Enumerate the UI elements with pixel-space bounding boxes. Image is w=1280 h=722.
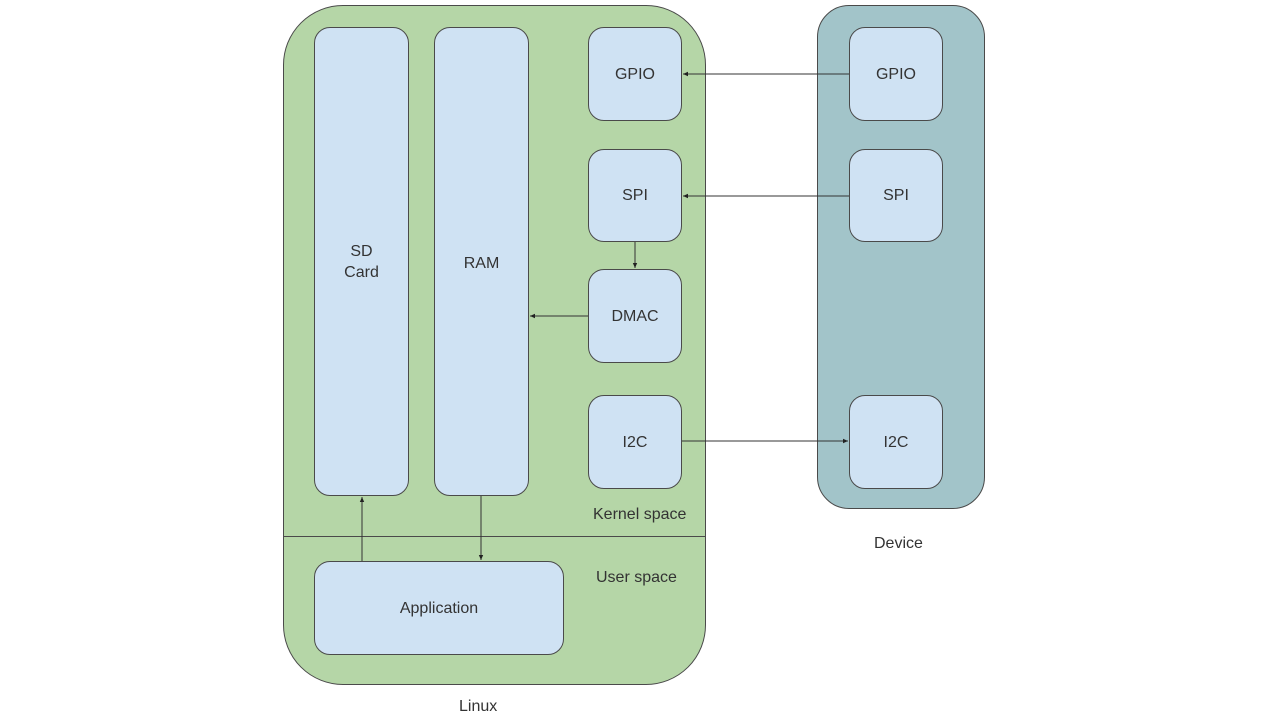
application-label: Application [399, 599, 479, 617]
ram-label: RAM [463, 255, 500, 272]
sd-card-label: SD Card [344, 242, 379, 281]
kernel-space-label: Kernel space [593, 506, 687, 523]
device-spi-label: SPI [883, 187, 909, 204]
ram-node: RAM [434, 27, 529, 496]
device-i2c-label: I2C [883, 433, 909, 451]
user-space-label: User space [596, 569, 677, 586]
linux-spi-node: SPI [588, 149, 682, 242]
device-spi-node: SPI [849, 149, 943, 242]
linux-i2c-label: I2C [622, 433, 648, 451]
application-node: Application [314, 561, 564, 655]
linux-spi-label: SPI [622, 187, 648, 204]
linux-gpio-label: GPIO [614, 65, 655, 83]
sd-card-node: SD Card [314, 27, 409, 496]
device-i2c-node: I2C [849, 395, 943, 489]
dmac-label: DMAC [611, 307, 659, 325]
kernel-user-divider [283, 536, 706, 537]
device-gpio-label: GPIO [875, 65, 916, 83]
linux-label: Linux [459, 698, 498, 715]
linux-i2c-node: I2C [588, 395, 682, 489]
device-gpio-node: GPIO [849, 27, 943, 121]
linux-gpio-node: GPIO [588, 27, 682, 121]
device-label: Device [874, 535, 923, 552]
dmac-node: DMAC [588, 269, 682, 363]
